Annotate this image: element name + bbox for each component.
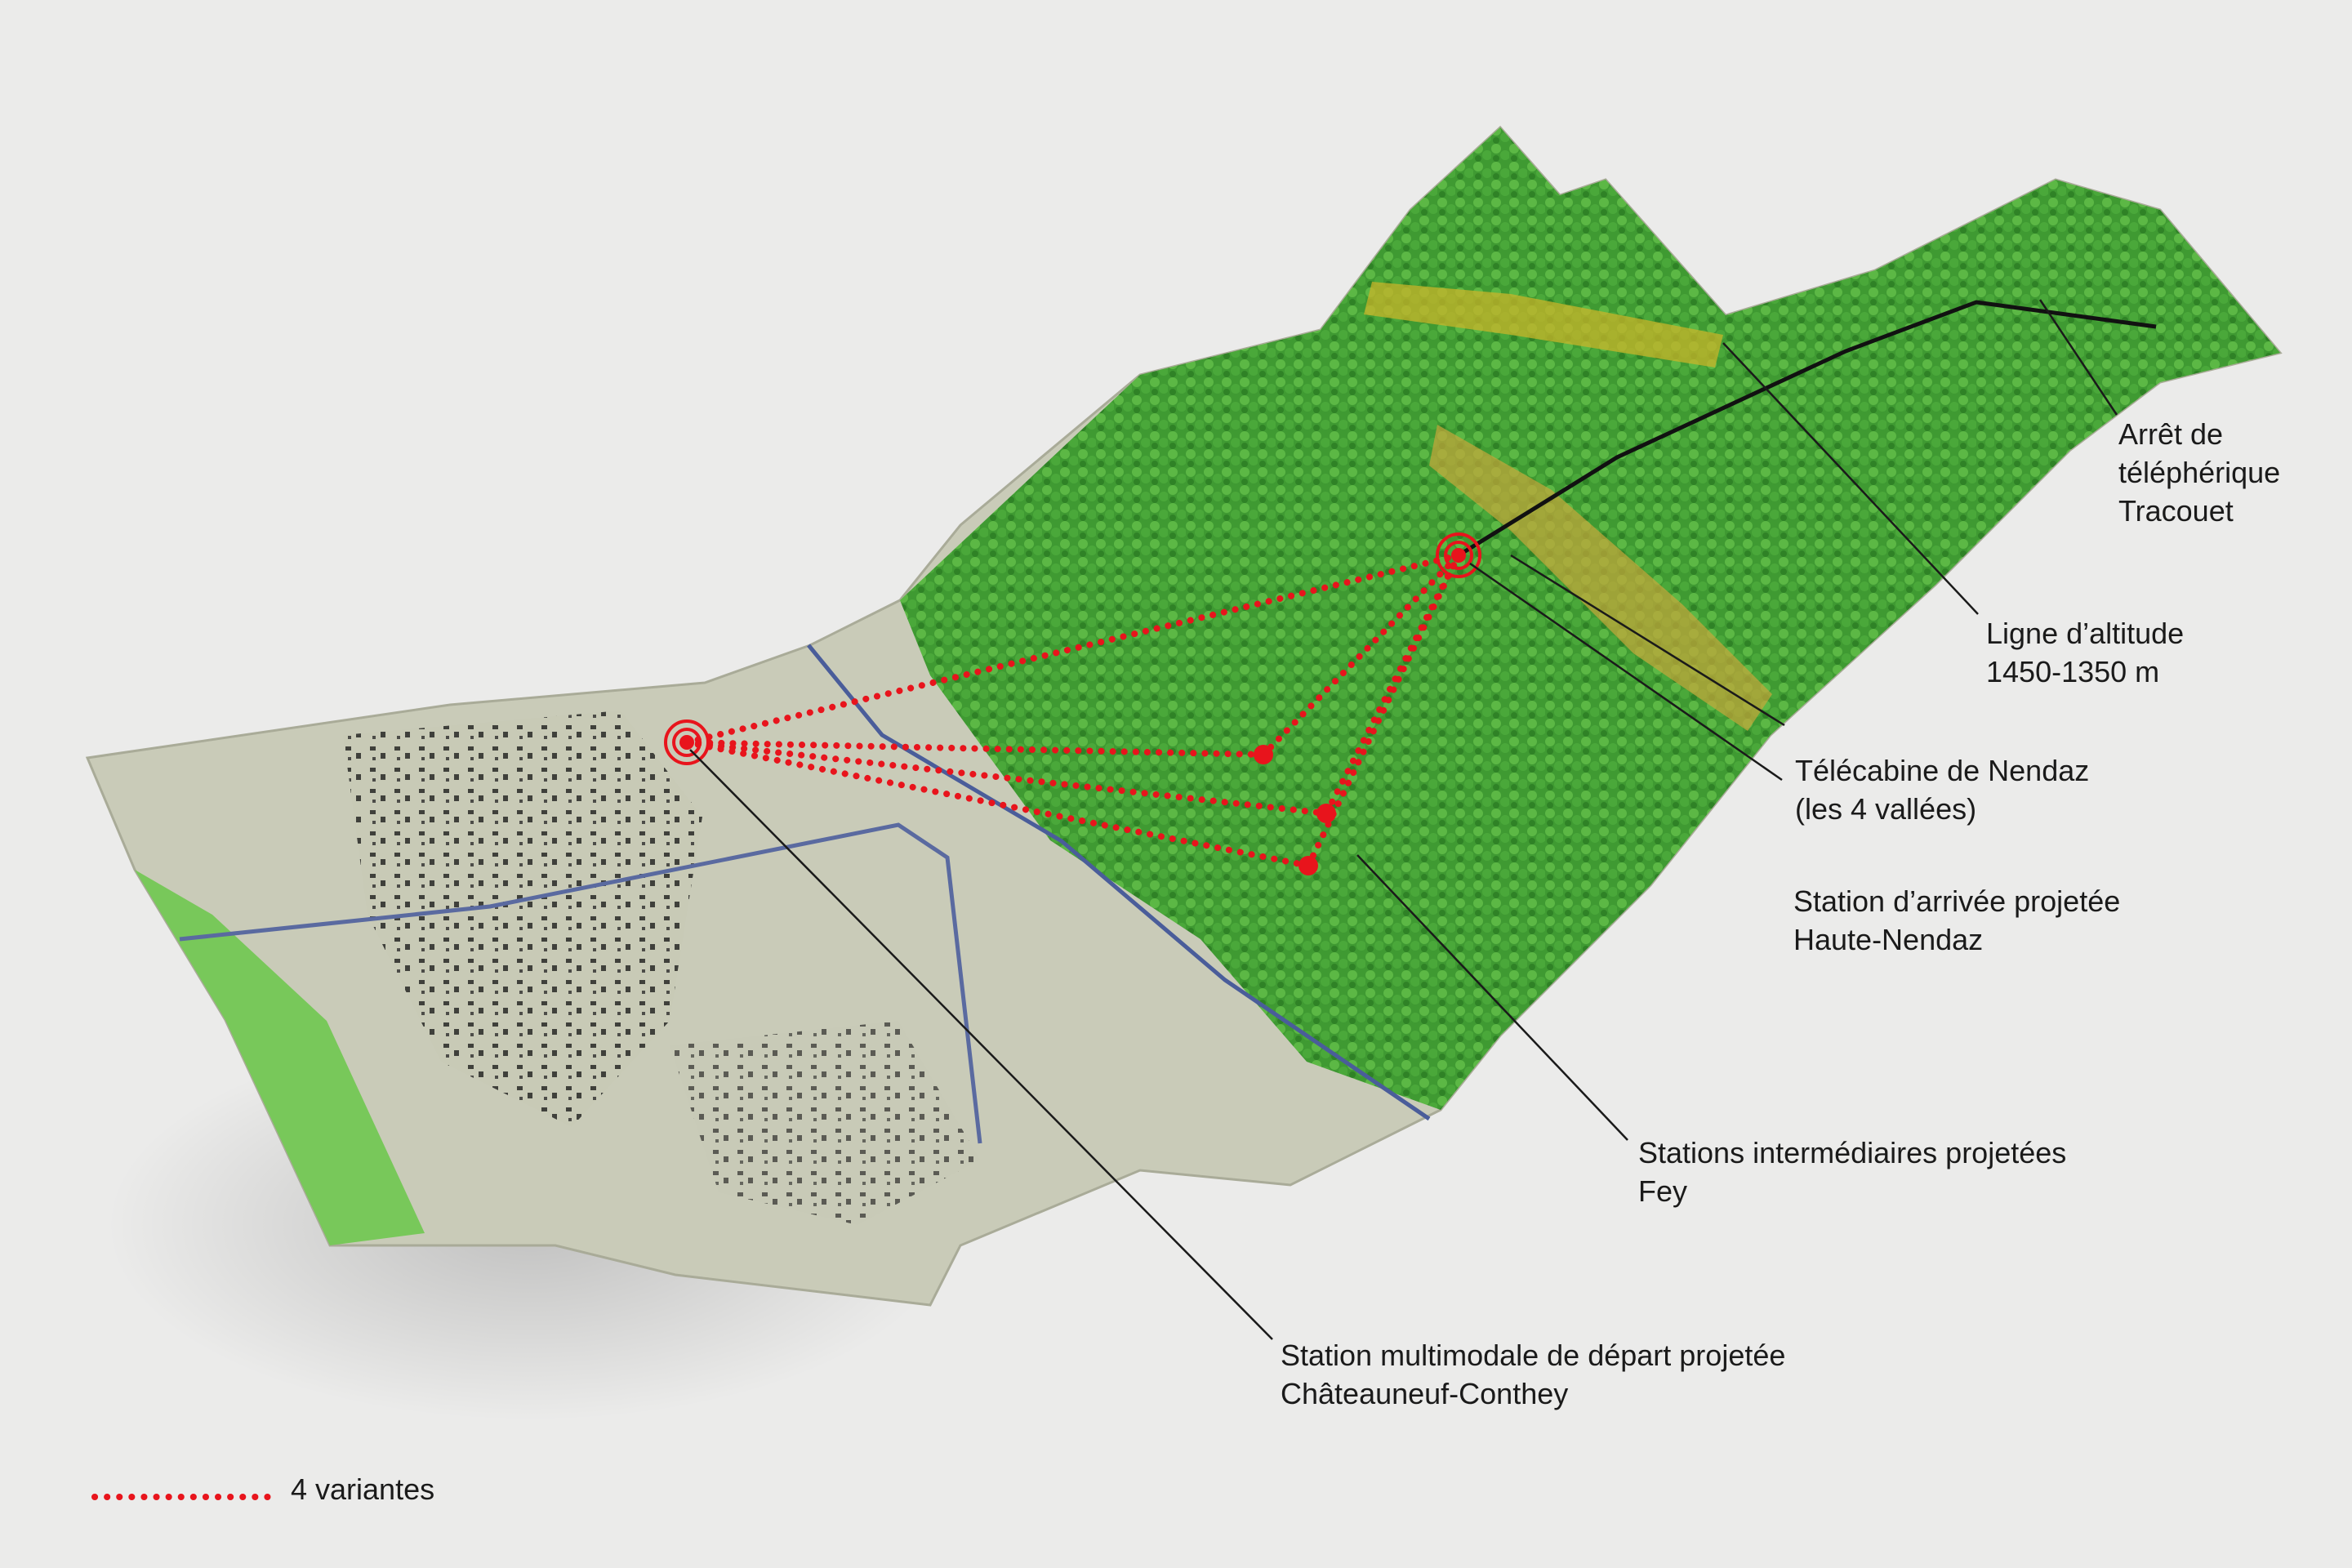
label-line: Haute-Nendaz <box>1793 923 1984 956</box>
intermediate-station-icon <box>1298 856 1318 875</box>
label-line: Ligne d’altitude <box>1986 617 2185 650</box>
town-area-vetroz <box>670 1021 980 1225</box>
arrival-station-icon <box>1436 532 1481 578</box>
label-line: Tracouet <box>2118 494 2234 528</box>
river <box>807 644 1431 1121</box>
leader-lines <box>689 299 2118 1340</box>
altitude-band-lower <box>1429 425 1772 731</box>
label-line: 1450-1350 m <box>1986 655 2160 688</box>
leader-arrivee <box>1469 562 1783 782</box>
leader-tracouet <box>2038 299 2118 416</box>
forest-strip-left <box>135 870 425 1245</box>
label-line: Télécabine de Nendaz <box>1795 754 2090 787</box>
label-line: Station d’arrivée projetée <box>1793 884 2121 918</box>
label-line: Fey <box>1638 1174 1688 1208</box>
label-telecabine: Télécabine de Nendaz (les 4 vallées) <box>1795 751 2089 828</box>
label-line: Station multimodale de départ projetée <box>1281 1339 1786 1372</box>
label-tracouet: Arrêt de téléphérique Tracouet <box>2118 415 2280 530</box>
legend-label: 4 variantes <box>291 1472 435 1506</box>
label-line: Stations intermédiaires projetées <box>1638 1136 2067 1169</box>
leader-intermediaires <box>1356 854 1628 1141</box>
intermediate-station-icon <box>1316 804 1336 823</box>
label-line: Châteauneuf-Conthey <box>1281 1377 1569 1410</box>
forest-area <box>900 127 2280 1110</box>
town-area-conthey <box>343 710 702 1127</box>
cable-car-tracouet <box>1457 300 2157 558</box>
label-depart: Station multimodale de départ projetée C… <box>1281 1336 1785 1413</box>
leader-altitude <box>1722 342 1979 615</box>
label-altitude: Ligne d’altitude 1450-1350 m <box>1986 614 2184 691</box>
leader-depart <box>689 749 1273 1340</box>
label-line: (les 4 vallées) <box>1795 792 1977 826</box>
intermediate-station-icon <box>1254 745 1273 764</box>
departure-station-icon <box>664 719 710 765</box>
label-arrivee: Station d’arrivée projetée Haute-Nendaz <box>1793 882 2120 959</box>
label-line: téléphérique <box>2118 456 2281 489</box>
altitude-band-upper <box>1364 282 1723 368</box>
label-line: Arrêt de <box>2118 417 2224 451</box>
leader-telecabine <box>1510 554 1785 727</box>
road <box>179 822 982 1144</box>
label-intermediaires: Stations intermédiaires projetées Fey <box>1638 1134 2066 1210</box>
